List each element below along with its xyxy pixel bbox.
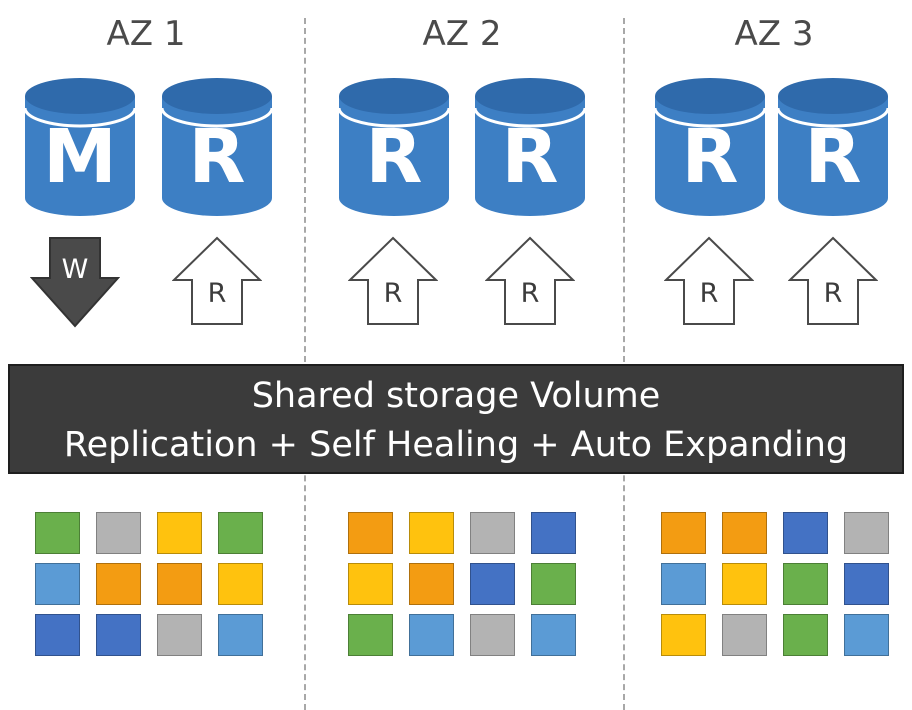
storage-block-orange <box>409 563 454 605</box>
storage-block-light-blue <box>844 614 889 656</box>
arrow-up-icon <box>788 236 878 325</box>
storage-block-green <box>218 512 263 554</box>
storage-block-dark-blue <box>783 512 828 554</box>
storage-block-orange <box>348 512 393 554</box>
database-replica-az2-b: R <box>475 78 585 216</box>
storage-block-dark-blue <box>531 512 576 554</box>
arrow-label: R <box>207 278 227 309</box>
arrow-label: R <box>823 278 843 309</box>
storage-block-green <box>348 614 393 656</box>
storage-block-light-blue <box>218 614 263 656</box>
arrow-label: R <box>699 278 719 309</box>
database-letter: R <box>501 114 559 200</box>
storage-block-gray <box>157 614 202 656</box>
storage-block-orange <box>157 563 202 605</box>
storage-block-yellow <box>348 563 393 605</box>
database-letter: R <box>681 114 739 200</box>
storage-block-light-blue <box>531 614 576 656</box>
storage-block-gray <box>470 512 515 554</box>
database-icon <box>339 78 449 216</box>
database-icon <box>162 78 272 216</box>
storage-block-green <box>783 563 828 605</box>
database-icon <box>25 78 135 216</box>
database-letter: R <box>365 114 423 200</box>
storage-block-light-blue <box>661 563 706 605</box>
database-letter: R <box>804 114 862 200</box>
storage-block-light-blue <box>35 563 80 605</box>
read-arrow-az2-b: R <box>485 236 575 328</box>
storage-block-green <box>783 614 828 656</box>
storage-block-yellow <box>409 512 454 554</box>
storage-blocks-az1 <box>35 512 263 656</box>
read-arrow-az3-a: R <box>664 236 754 328</box>
read-arrow-az1: R <box>172 236 262 328</box>
storage-block-yellow <box>218 563 263 605</box>
arrow-label: R <box>520 278 540 309</box>
storage-block-dark-blue <box>844 563 889 605</box>
storage-block-gray <box>470 614 515 656</box>
database-letter: M <box>43 114 117 200</box>
az-1-label: AZ 1 <box>106 14 186 54</box>
database-replica-az2-a: R <box>339 78 449 216</box>
write-arrow-az1: W <box>30 236 120 328</box>
database-replica-az1: R <box>162 78 272 216</box>
storage-block-dark-blue <box>96 614 141 656</box>
read-arrow-az3-b: R <box>788 236 878 328</box>
database-replica-az3-a: R <box>655 78 765 216</box>
storage-title: Shared storage Volume <box>251 376 661 416</box>
storage-block-gray <box>722 614 767 656</box>
storage-block-yellow <box>157 512 202 554</box>
storage-block-orange <box>661 512 706 554</box>
arrow-up-icon <box>485 236 575 325</box>
database-icon <box>475 78 585 216</box>
arrow-down-icon <box>30 237 120 328</box>
arrow-up-icon <box>664 236 754 325</box>
database-master-az1: M <box>25 78 135 216</box>
az-2-label: AZ 2 <box>422 14 502 54</box>
storage-block-green <box>35 512 80 554</box>
az-3-label: AZ 3 <box>734 14 814 54</box>
storage-block-yellow <box>661 614 706 656</box>
storage-blocks-az3 <box>661 512 889 656</box>
storage-block-dark-blue <box>35 614 80 656</box>
arrow-label: W <box>61 254 89 285</box>
database-icon <box>778 78 888 216</box>
storage-block-yellow <box>722 563 767 605</box>
read-arrow-az2-a: R <box>348 236 438 328</box>
database-icon <box>655 78 765 216</box>
storage-block-gray <box>96 512 141 554</box>
arrow-label: R <box>383 278 403 309</box>
arrow-up-icon <box>348 236 438 325</box>
database-letter: R <box>188 114 246 200</box>
storage-block-orange <box>96 563 141 605</box>
storage-block-light-blue <box>409 614 454 656</box>
storage-block-orange <box>722 512 767 554</box>
shared-storage-volume: Shared storage Volume Replication + Self… <box>8 364 904 474</box>
storage-subtitle: Replication + Self Healing + Auto Expand… <box>63 425 849 465</box>
database-replica-az3-b: R <box>778 78 888 216</box>
arrow-up-icon <box>172 236 262 325</box>
storage-block-dark-blue <box>470 563 515 605</box>
storage-block-green <box>531 563 576 605</box>
storage-blocks-az2 <box>348 512 576 656</box>
storage-block-gray <box>844 512 889 554</box>
